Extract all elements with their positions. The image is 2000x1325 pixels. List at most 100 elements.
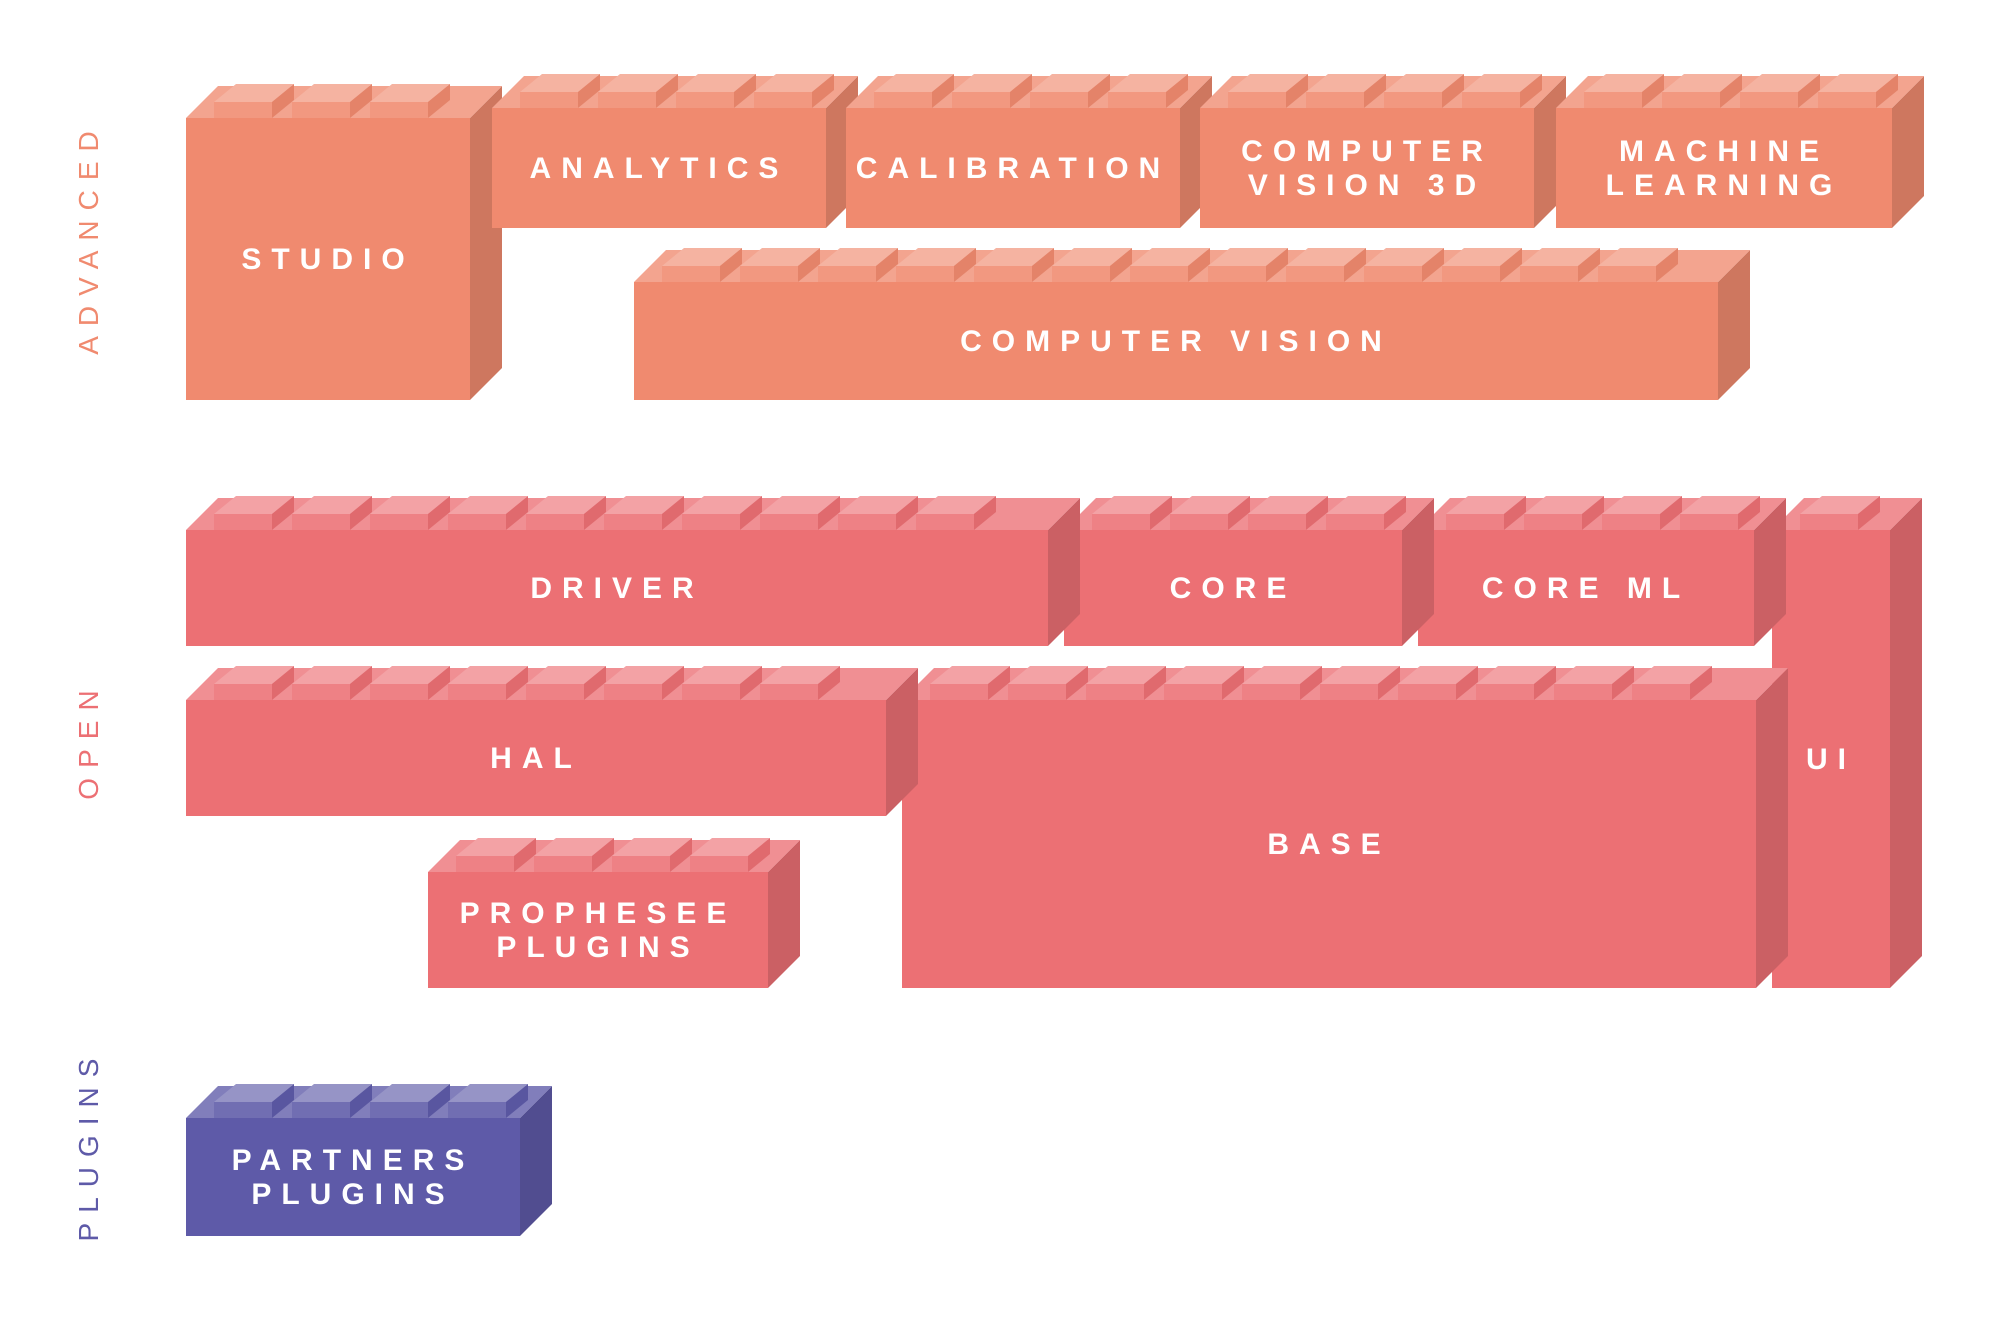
brick-front-face bbox=[846, 108, 1180, 228]
brick-label-prophesee-plugins: PLUGINS bbox=[496, 931, 699, 964]
brick-analytics: ANALYTICS bbox=[492, 74, 858, 228]
brick-hal: HAL bbox=[186, 666, 918, 816]
brick-front-face bbox=[186, 1118, 520, 1236]
brick-stud bbox=[952, 74, 1032, 108]
brick-front-face bbox=[492, 108, 826, 228]
brick-core: CORE bbox=[1064, 496, 1434, 646]
brick-stud bbox=[1462, 74, 1542, 108]
brick-stud bbox=[526, 496, 606, 530]
brick-stud bbox=[1662, 74, 1742, 108]
brick-stud bbox=[526, 666, 606, 700]
brick-stud bbox=[1286, 248, 1366, 282]
brick-stud bbox=[1008, 666, 1088, 700]
brick-label-prophesee-plugins: PROPHESEE bbox=[460, 897, 737, 930]
brick-front-face bbox=[634, 282, 1718, 400]
brick-stud bbox=[1030, 74, 1110, 108]
brick-side-face bbox=[1718, 250, 1750, 400]
brick-side-face bbox=[1754, 498, 1786, 646]
brick-stud bbox=[214, 666, 294, 700]
brick-stud bbox=[1554, 666, 1634, 700]
layer-label-plugins: PLUGINS bbox=[73, 1049, 104, 1242]
brick-stud bbox=[448, 666, 528, 700]
brick-side-face bbox=[1756, 668, 1788, 988]
brick-stud bbox=[534, 838, 614, 872]
brick-base: BASE bbox=[902, 666, 1788, 988]
brick-stud bbox=[370, 84, 450, 118]
brick-stud bbox=[930, 666, 1010, 700]
brick-front-face bbox=[186, 118, 470, 400]
brick-label-core: CORE bbox=[1170, 572, 1297, 605]
brick-calibration: CALIBRATION bbox=[846, 74, 1212, 228]
brick-stud bbox=[456, 838, 536, 872]
brick-label-machine-learning: MACHINE bbox=[1619, 135, 1829, 168]
brick-studio: STUDIO bbox=[186, 84, 502, 400]
brick-front-face bbox=[1556, 108, 1892, 228]
brick-computer-vision: COMPUTER VISION bbox=[634, 248, 1750, 400]
brick-stud bbox=[1320, 666, 1400, 700]
brick-stud bbox=[1384, 74, 1464, 108]
brick-stud bbox=[1524, 496, 1604, 530]
brick-stud bbox=[1052, 248, 1132, 282]
brick-front-face bbox=[186, 530, 1048, 646]
brick-stud bbox=[1092, 496, 1172, 530]
brick-stud bbox=[214, 84, 294, 118]
brick-stud bbox=[604, 666, 684, 700]
brick-stud bbox=[676, 74, 756, 108]
brick-label-partners-plugins: PARTNERS bbox=[232, 1144, 475, 1177]
brick-stud bbox=[916, 496, 996, 530]
brick-stud bbox=[1364, 248, 1444, 282]
brick-stud bbox=[1170, 496, 1250, 530]
brick-stud bbox=[370, 496, 450, 530]
brick-front-face bbox=[1200, 108, 1534, 228]
brick-side-face bbox=[768, 840, 800, 988]
brick-stud bbox=[682, 496, 762, 530]
brick-front-face bbox=[428, 872, 768, 988]
brick-stud bbox=[292, 1084, 372, 1118]
brick-stud bbox=[1442, 248, 1522, 282]
brick-stud bbox=[974, 248, 1054, 282]
brick-stud bbox=[1818, 74, 1898, 108]
brick-stud bbox=[1680, 496, 1760, 530]
brick-stud bbox=[520, 74, 600, 108]
brick-side-face bbox=[1402, 498, 1434, 646]
brick-stud bbox=[1446, 496, 1526, 530]
brick-stud bbox=[1476, 666, 1556, 700]
brick-side-face bbox=[1890, 498, 1922, 988]
brick-stud bbox=[370, 1084, 450, 1118]
brick-stud bbox=[1740, 74, 1820, 108]
brick-label-partners-plugins: PLUGINS bbox=[251, 1178, 454, 1211]
brick-stud bbox=[1598, 248, 1678, 282]
brick-stud bbox=[214, 496, 294, 530]
brick-front-face bbox=[1418, 530, 1754, 646]
brick-stud bbox=[598, 74, 678, 108]
brick-stud bbox=[754, 74, 834, 108]
brick-stud bbox=[1306, 74, 1386, 108]
brick-label-core-ml: CORE ML bbox=[1482, 572, 1690, 605]
layer-label-open: OPEN bbox=[73, 680, 104, 799]
brick-stud bbox=[292, 84, 372, 118]
brick-stud bbox=[760, 666, 840, 700]
brick-stud bbox=[662, 248, 742, 282]
brick-core-ml: CORE ML bbox=[1418, 496, 1786, 646]
brick-stud bbox=[1602, 496, 1682, 530]
brick-label-computer-vision-3d: COMPUTER bbox=[1241, 135, 1493, 168]
brick-label-driver: DRIVER bbox=[530, 572, 703, 605]
brick-front-face bbox=[902, 700, 1756, 988]
brick-stud bbox=[1130, 248, 1210, 282]
brick-stud bbox=[740, 248, 820, 282]
brick-stud bbox=[214, 1084, 294, 1118]
brick-stud bbox=[1520, 248, 1600, 282]
brick-label-computer-vision-3d: VISION 3D bbox=[1248, 169, 1486, 202]
brick-stud bbox=[612, 838, 692, 872]
brick-stud bbox=[1326, 496, 1406, 530]
brick-side-face bbox=[886, 668, 918, 816]
brick-stud bbox=[1208, 248, 1288, 282]
brick-label-computer-vision: COMPUTER VISION bbox=[960, 325, 1392, 358]
brick-stud bbox=[448, 496, 528, 530]
